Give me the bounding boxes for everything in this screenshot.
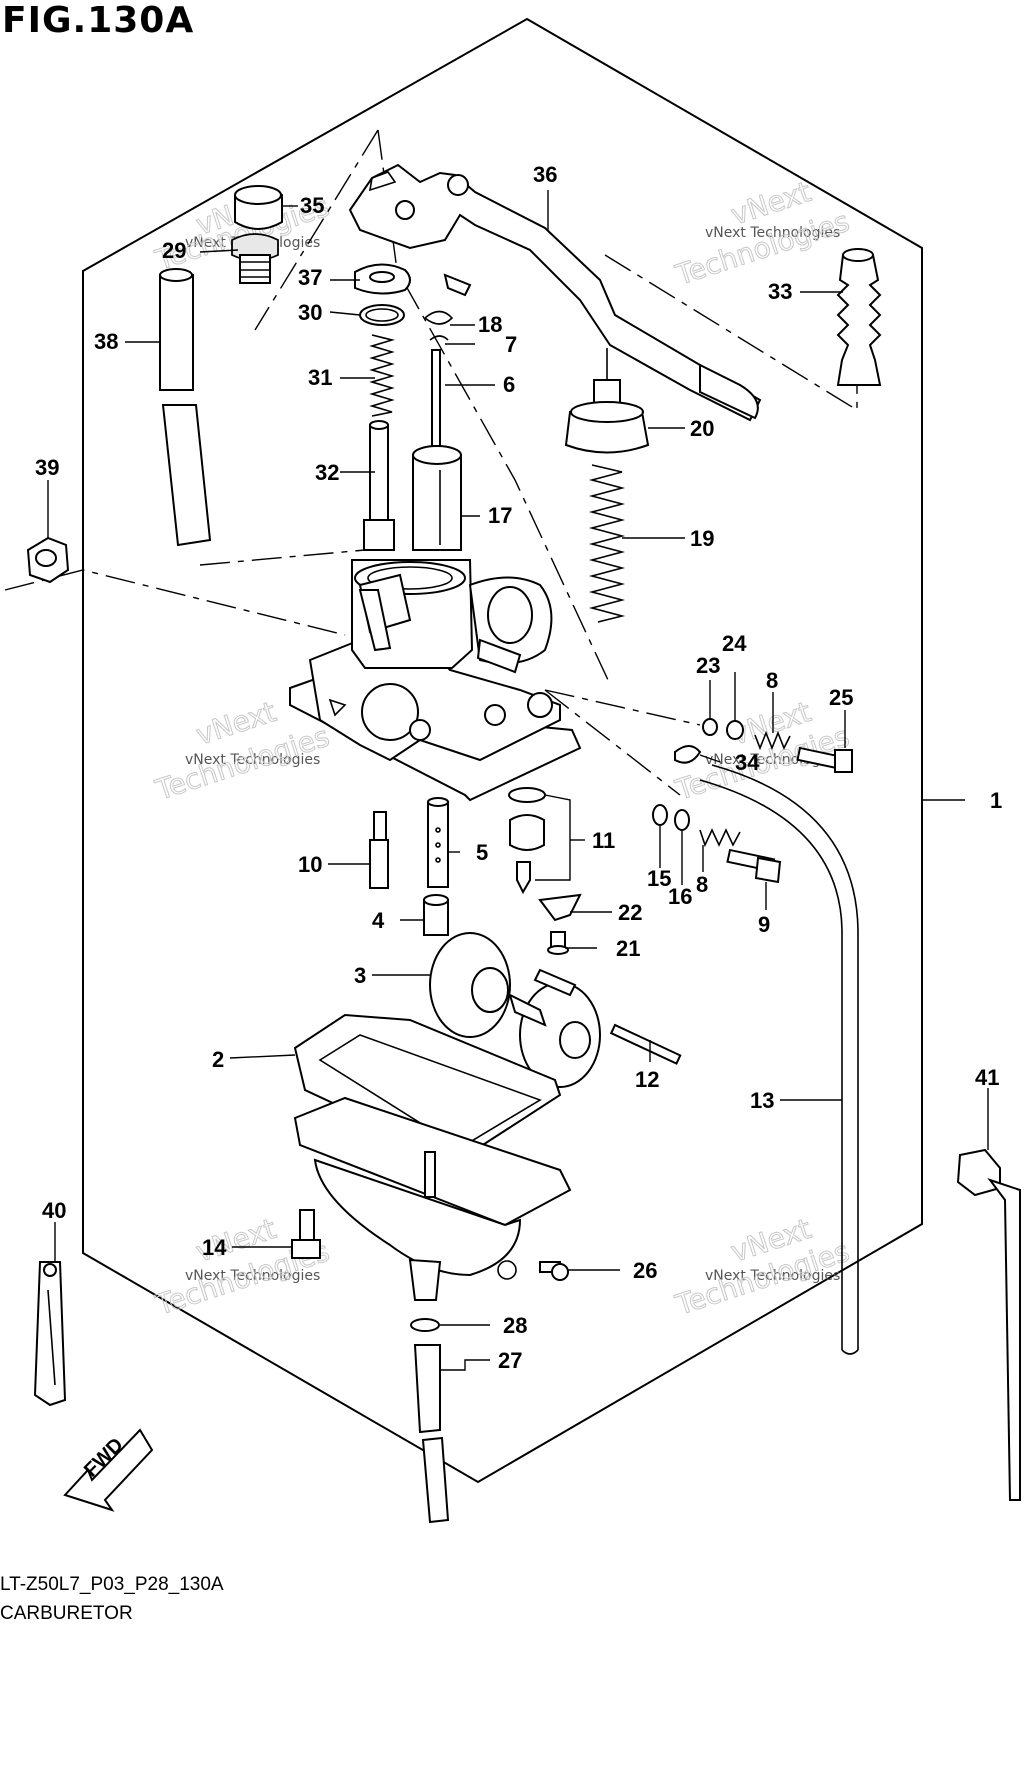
- assembly-frame: [82, 17, 923, 1484]
- part-5-needle-jet: [427, 797, 449, 888]
- callout-6: 6: [503, 372, 515, 397]
- callout-38: 38: [94, 329, 118, 354]
- part-24-washer: [726, 720, 744, 740]
- callout-15: 15: [647, 866, 671, 891]
- part-8-spring: [754, 730, 791, 751]
- part-12-pin: [609, 1023, 682, 1065]
- callout-22: 22: [618, 900, 642, 925]
- part-35-cap: [234, 185, 283, 230]
- callout-16: 16: [668, 884, 692, 909]
- part-39-nut: [26, 536, 70, 584]
- part-33-boot: [836, 248, 882, 386]
- callout-33: 33: [768, 279, 792, 304]
- callout-3: 3: [354, 963, 366, 988]
- callout-12: 12: [635, 1067, 659, 1092]
- callout-29: 29: [162, 238, 186, 263]
- part-11-float-valve: [508, 787, 571, 895]
- watermark-text: vNext Technologies: [185, 752, 320, 768]
- callout-4: 4: [372, 908, 385, 933]
- part-41-tie: [956, 1148, 1021, 1501]
- part-20-cap: [564, 348, 650, 454]
- callout-26: 26: [633, 1258, 657, 1283]
- part-14-screw: [291, 1209, 321, 1259]
- part-7-clip: [429, 335, 449, 341]
- part-6-needle: [431, 349, 441, 461]
- part-15-washer: [652, 804, 668, 826]
- part-22-plate: [538, 893, 582, 922]
- part-13-tube: [699, 764, 859, 1350]
- part-38-hose: [159, 268, 212, 547]
- callout-35: 35: [300, 193, 324, 218]
- part-18-clip: [424, 310, 454, 325]
- figure-title: FIG.130A: [2, 0, 195, 41]
- callout-30: 30: [298, 300, 322, 325]
- leader-lines: [47, 190, 989, 1371]
- part-29-cap: [231, 233, 279, 284]
- callout-11: 11: [592, 828, 615, 853]
- callout-19: 19: [690, 526, 714, 551]
- callout-27: 27: [498, 1348, 522, 1373]
- watermark-text: vNext Technologies: [185, 1268, 320, 1284]
- part-31-spring: [369, 334, 396, 417]
- part-23-washer: [702, 718, 718, 736]
- callout-34: 34: [735, 750, 760, 775]
- callout-8: 8: [766, 668, 778, 693]
- callout-13: 13: [750, 1088, 774, 1113]
- diagram-name: CARBURETOR: [0, 1603, 133, 1624]
- callout-40: 40: [42, 1198, 66, 1223]
- callout-1: 1: [990, 788, 1002, 813]
- callout-41: 41: [975, 1065, 999, 1090]
- callout-25: 25: [829, 685, 853, 710]
- part-16-washer: [674, 809, 690, 831]
- part-17-throttle-valve: [412, 445, 462, 551]
- part-4-jet: [423, 894, 449, 936]
- part-19-spring: [588, 464, 626, 623]
- callout-23: 23: [696, 653, 720, 678]
- callout-9: 9: [758, 912, 770, 937]
- callout-14: 14: [202, 1235, 227, 1260]
- callout-5: 5: [476, 840, 488, 865]
- part-21-screw: [547, 931, 569, 955]
- part-9-screw: [726, 848, 782, 884]
- diagram-code: LT-Z50L7_P03_P28_130A: [0, 1574, 224, 1595]
- part-float-bowl: [293, 1096, 572, 1301]
- part-3-float: [429, 932, 601, 1088]
- callout-labels: 35 29 37 30 18 7 31 6 32 17 36 33 20 19 …: [35, 162, 1002, 1373]
- part-1-carburetor-body: [289, 559, 582, 802]
- callout-28: 28: [503, 1313, 527, 1338]
- callout-36: 36: [533, 162, 557, 187]
- callout-18: 18: [478, 312, 502, 337]
- callout-10: 10: [298, 852, 322, 877]
- callout-20: 20: [690, 416, 714, 441]
- part-10-jet: [369, 811, 389, 889]
- callout-7: 7: [505, 332, 517, 357]
- watermark-text: vNext Technologies: [705, 225, 840, 241]
- part-28-clamp: [410, 1318, 440, 1332]
- callout-2: 2: [212, 1047, 224, 1072]
- callout-8: 8: [696, 872, 708, 897]
- callout-21: 21: [616, 936, 640, 961]
- callout-31: 31: [308, 365, 332, 390]
- part-27-hose: [413, 1344, 450, 1524]
- part-40-band: [33, 1261, 67, 1407]
- watermark-text: vNext Technologies: [705, 1268, 840, 1284]
- part-8b-spring: [699, 828, 741, 848]
- part-36-throttle-lever: [348, 163, 762, 422]
- part-32-tube: [363, 420, 395, 551]
- callout-32: 32: [315, 460, 339, 485]
- callout-39: 39: [35, 455, 59, 480]
- part-34-clip: [674, 745, 702, 764]
- callout-24: 24: [722, 631, 747, 656]
- callout-17: 17: [488, 503, 512, 528]
- part-25-screw: [796, 746, 853, 773]
- callout-37: 37: [298, 265, 322, 290]
- part-26-screw: [539, 1261, 569, 1281]
- part-37-plate: [354, 263, 472, 297]
- fwd-arrow: FWD: [63, 1428, 154, 1512]
